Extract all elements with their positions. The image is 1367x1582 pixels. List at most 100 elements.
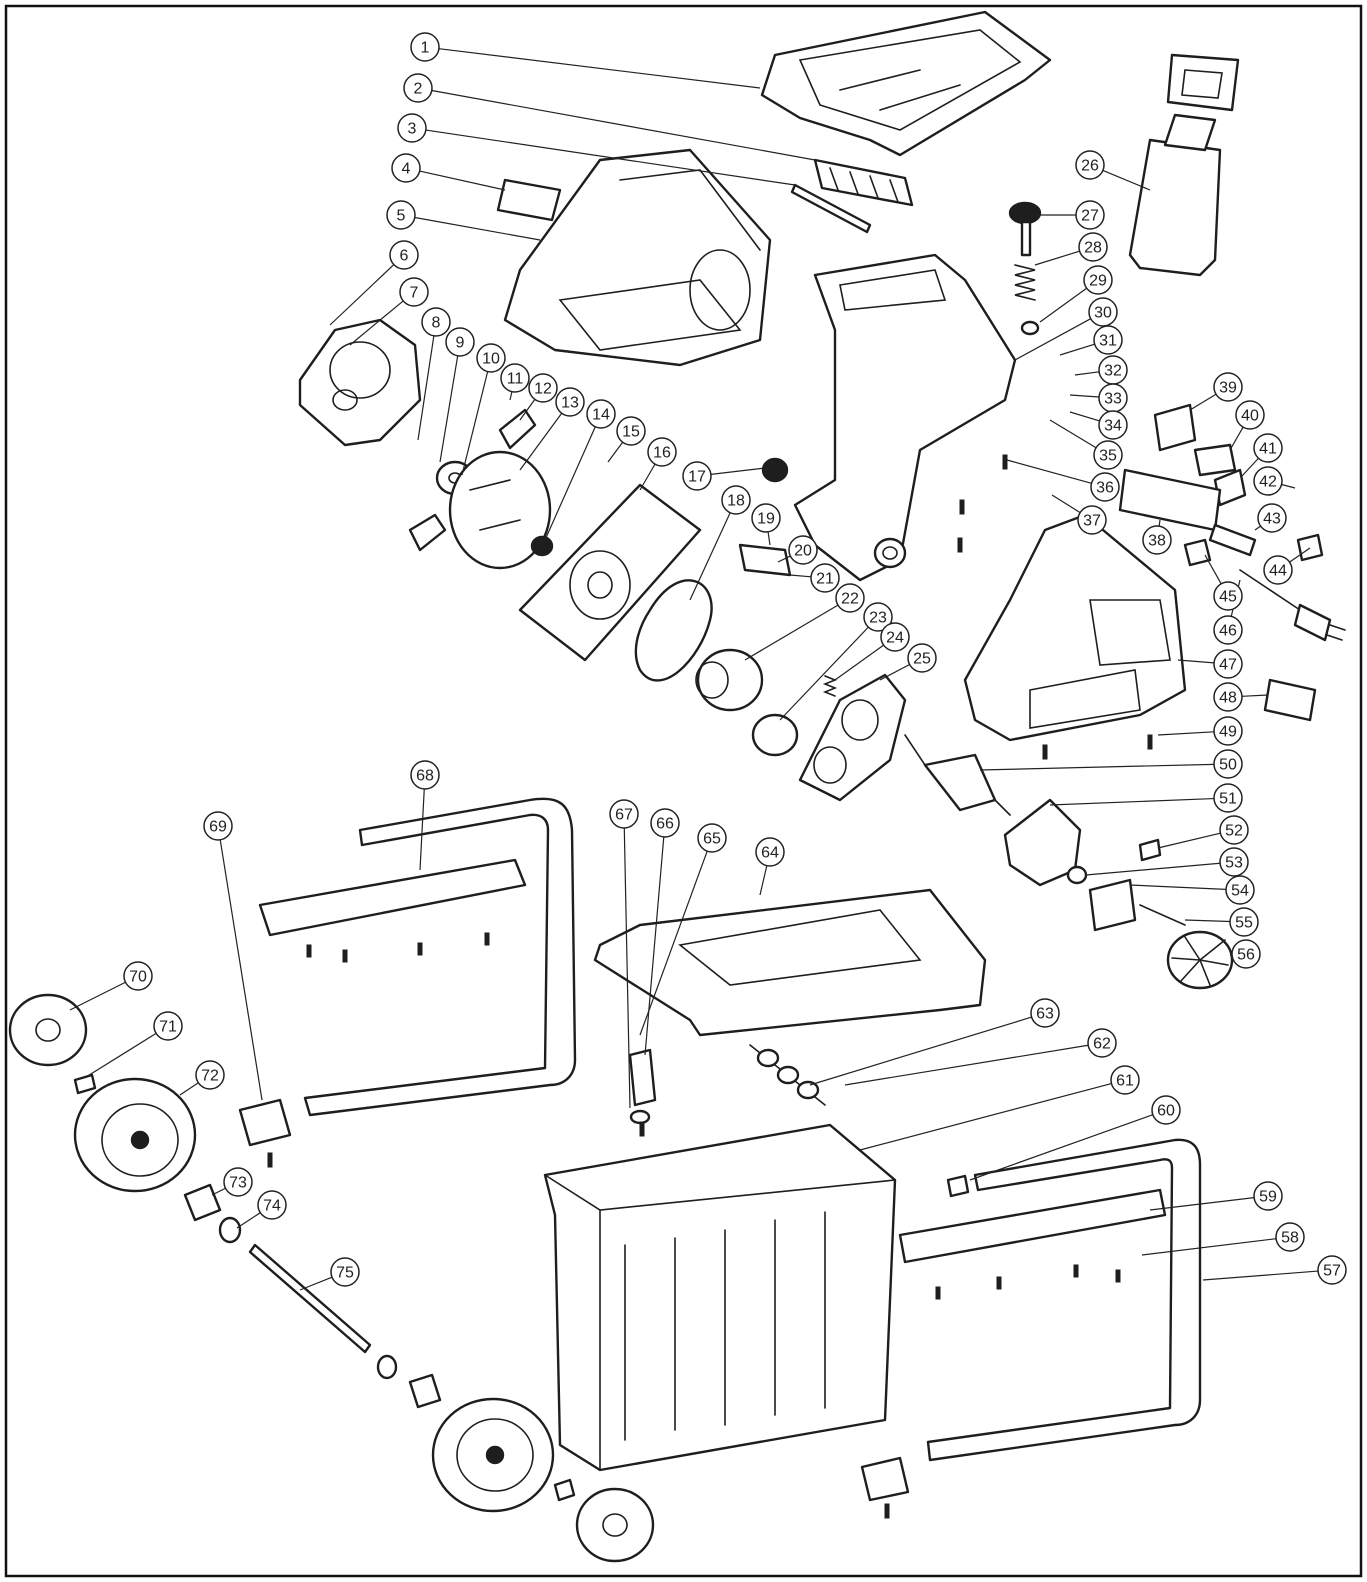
callout-ring xyxy=(389,240,419,270)
callout-ring xyxy=(123,961,153,991)
callout-number: 64 xyxy=(761,845,779,862)
leader-line-20 xyxy=(777,555,791,563)
leader-line-19 xyxy=(767,531,771,546)
leader-line-9 xyxy=(439,355,459,463)
callout-ring xyxy=(1213,682,1243,712)
leader-line-59 xyxy=(1149,1197,1255,1211)
callout-number: 27 xyxy=(1081,208,1099,225)
part-brush xyxy=(1138,838,1162,862)
callout-ring xyxy=(810,563,840,593)
callout-number: 71 xyxy=(159,1019,177,1036)
callout-71: 71 xyxy=(153,1011,183,1041)
callout-number: 68 xyxy=(416,768,434,785)
callout-ring xyxy=(153,1011,183,1041)
callout-1: 1 xyxy=(410,32,440,62)
leader-line-28 xyxy=(1034,250,1080,266)
callout-number: 56 xyxy=(1237,947,1255,964)
callout-number: 1 xyxy=(421,40,430,57)
leader-line-69 xyxy=(219,839,263,1101)
callout-ring xyxy=(1078,232,1108,262)
leader-line-21 xyxy=(789,574,812,578)
part-hopper-chute xyxy=(793,253,1017,582)
leader-line-53 xyxy=(1085,862,1221,876)
leader-line-15 xyxy=(607,441,624,463)
callout-15: 15 xyxy=(616,416,646,446)
part-foot-left xyxy=(238,1098,292,1147)
leader-line-67 xyxy=(623,827,631,1109)
leader-line-11 xyxy=(509,391,513,401)
leader-line-70 xyxy=(69,981,126,1011)
callout-ring xyxy=(616,416,646,446)
callout-number: 51 xyxy=(1219,791,1237,808)
callout-number: 9 xyxy=(456,335,465,352)
part-washer-74 xyxy=(218,1216,242,1244)
callout-ring xyxy=(697,823,727,853)
callout-number: 28 xyxy=(1084,240,1102,257)
callout-62: 62 xyxy=(1087,1028,1117,1058)
callout-number: 55 xyxy=(1235,915,1253,932)
callout-ring xyxy=(1235,400,1265,430)
callout-number: 53 xyxy=(1225,855,1243,872)
callout-42: 42 xyxy=(1253,466,1283,496)
leader-line-75 xyxy=(299,1276,333,1291)
part-right-housing xyxy=(963,513,1187,742)
callout-46: 46 xyxy=(1213,615,1243,645)
callout-number: 43 xyxy=(1263,511,1281,528)
callout-ring xyxy=(1093,325,1123,355)
callout-23: 23 xyxy=(863,602,893,632)
callout-72: 72 xyxy=(195,1060,225,1090)
leader-line-43 xyxy=(1254,525,1261,531)
callout-ring xyxy=(1077,505,1107,535)
callout-ring xyxy=(650,808,680,838)
part-foot-right xyxy=(860,1456,910,1502)
callout-39: 39 xyxy=(1213,372,1243,402)
callout-number: 66 xyxy=(656,816,674,833)
callout-64: 64 xyxy=(755,837,785,867)
part-nut-29 xyxy=(1020,320,1040,336)
part-switch-housing xyxy=(1153,403,1197,452)
callout-43: 43 xyxy=(1257,503,1287,533)
callout-ring xyxy=(1213,783,1243,813)
part-gear-housing xyxy=(798,673,907,802)
leader-line-6 xyxy=(329,264,395,326)
leader-line-38 xyxy=(1158,519,1161,527)
callout-number: 57 xyxy=(1323,1263,1341,1280)
callout-layer: 1234567891011121314151617181920212223242… xyxy=(123,32,1347,1287)
part-top-cover xyxy=(760,10,1052,157)
callout-ring xyxy=(721,485,751,515)
callout-ring xyxy=(1088,297,1118,327)
callout-number: 24 xyxy=(886,630,904,647)
callout-6: 6 xyxy=(389,240,419,270)
callout-ring xyxy=(476,343,506,373)
part-clip-60 xyxy=(946,1174,970,1198)
callout-29: 29 xyxy=(1083,265,1113,295)
leader-line-18 xyxy=(689,512,731,601)
part-cutting-disc xyxy=(448,450,552,570)
leader-line-61 xyxy=(859,1082,1112,1151)
leader-line-42 xyxy=(1281,483,1296,489)
leader-line-30 xyxy=(1014,318,1091,361)
part-long-bolt xyxy=(1139,904,1186,926)
leader-line-26 xyxy=(1102,169,1151,191)
callout-number: 20 xyxy=(794,543,812,560)
leader-line-35 xyxy=(1049,419,1097,449)
callout-ring xyxy=(500,363,530,393)
callout-number: 4 xyxy=(402,161,411,178)
callout-55: 55 xyxy=(1229,907,1259,937)
leader-line-33 xyxy=(1069,394,1100,398)
callout-56: 56 xyxy=(1231,939,1261,969)
part-motor-rotor xyxy=(904,734,1011,816)
callout-number: 25 xyxy=(913,651,931,668)
callout-13: 13 xyxy=(555,387,585,417)
callout-ring xyxy=(1098,410,1128,440)
leader-line-62 xyxy=(844,1044,1089,1086)
callout-49: 49 xyxy=(1213,716,1243,746)
leader-line-36 xyxy=(1006,459,1092,484)
callout-ring xyxy=(1213,749,1243,779)
callout-ring xyxy=(410,760,440,790)
part-collection-box xyxy=(543,1123,897,1472)
callout-28: 28 xyxy=(1078,232,1108,262)
callout-number: 23 xyxy=(869,610,887,627)
part-mounting-plate xyxy=(518,483,702,662)
callout-number: 54 xyxy=(1231,883,1249,900)
